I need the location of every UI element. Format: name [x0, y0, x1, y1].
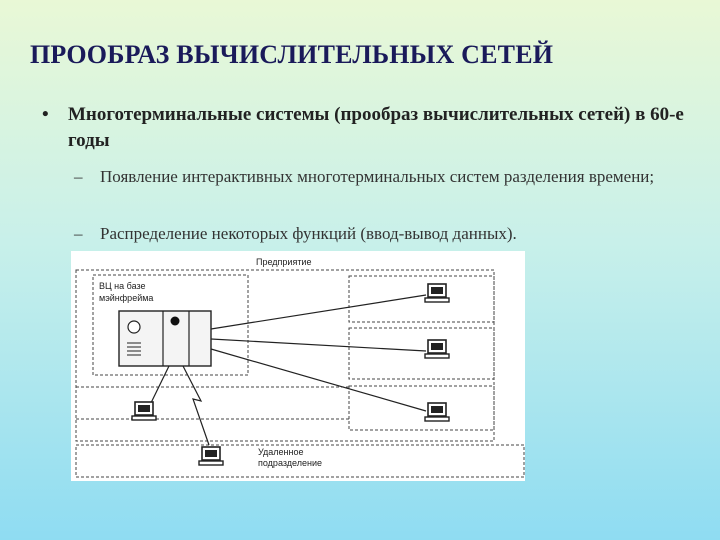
slide-title: ПРООБРАЗ ВЫЧИСЛИТЕЛЬНЫХ СЕТЕЙ	[30, 40, 554, 69]
main-bullet: • Многотерминальные системы (прообраз вы…	[42, 102, 702, 154]
computer-terminal-icon	[424, 283, 450, 303]
enterprise-boundary	[75, 269, 495, 442]
network-diagram: Предприятие ВЦ на базе мэйнфрейма Удален…	[71, 251, 525, 481]
terminal-zone-bottom	[348, 385, 495, 431]
link-middle	[210, 338, 427, 352]
sub-bullet-2: – Распределение некоторых функций (ввод-…	[74, 223, 674, 245]
sub-bullet-marker: –	[74, 167, 83, 186]
link-remote	[182, 365, 210, 446]
remote-label-line2: подразделение	[258, 458, 322, 468]
terminal-zone-top	[348, 275, 495, 323]
sub-bullet-marker: –	[74, 224, 83, 243]
link-top	[210, 294, 427, 330]
computer-terminal-icon	[424, 339, 450, 359]
link-bottom	[210, 348, 427, 412]
main-bullet-text: Многотерминальные системы (прообраз вычи…	[68, 104, 684, 151]
mainframe-icon	[118, 310, 212, 367]
sub-bullet-text: Распределение некоторых функций (ввод-вы…	[100, 224, 517, 243]
mainframe-label-line2: мэйнфрейма	[99, 293, 153, 303]
mainframe-label-line1: ВЦ на базе	[99, 281, 146, 291]
terminal-zone-middle	[348, 327, 495, 380]
bullet-marker: •	[42, 104, 49, 125]
computer-terminal-icon	[198, 446, 224, 466]
enterprise-label: Предприятие	[256, 257, 311, 267]
remote-label-line1: Удаленное	[258, 447, 303, 457]
link-left	[148, 365, 170, 408]
mainframe-center-box	[92, 274, 249, 376]
sub-bullet-1: – Появление интерактивных многотерминаль…	[74, 166, 674, 188]
computer-terminal-icon	[131, 401, 157, 421]
computer-terminal-icon	[424, 402, 450, 422]
sub-bullet-text: Появление интерактивных многотерминальны…	[100, 167, 655, 186]
